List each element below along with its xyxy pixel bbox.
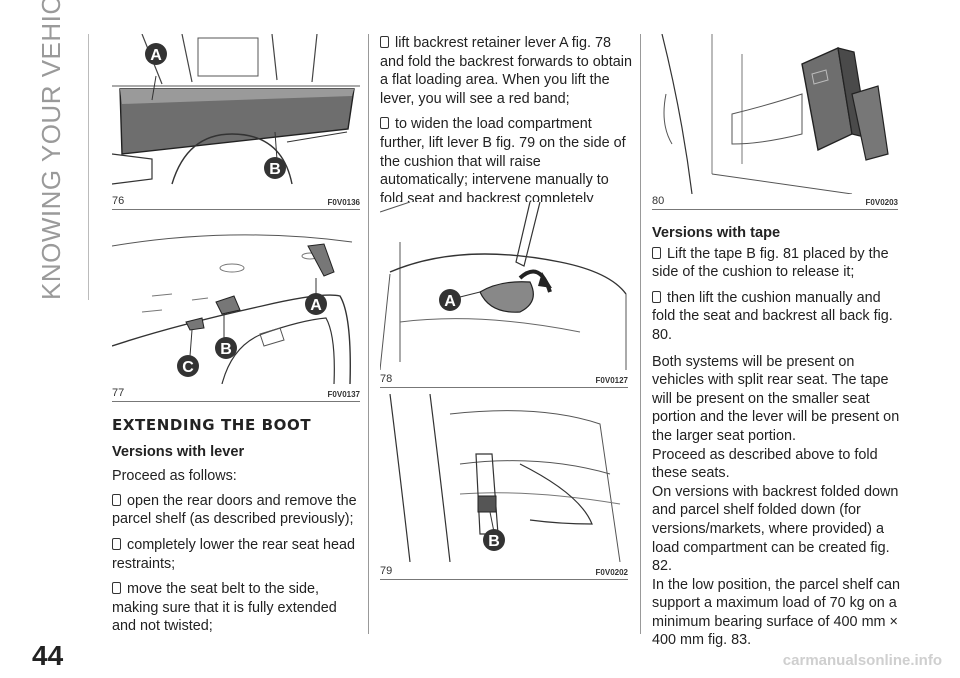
figure-76-callout-a: A (150, 47, 162, 64)
checkbox-bullet-icon (112, 582, 121, 595)
checkbox-bullet-icon (112, 493, 121, 506)
list-item: move the seat belt to the side, making s… (112, 581, 337, 635)
figure-rule (380, 387, 628, 388)
figure-code: F0V0137 (327, 390, 360, 399)
figure-number: 80 (652, 195, 665, 207)
figure-78: A 78 F0V0127 (380, 202, 628, 388)
intro-text: Proceed as follows: (112, 468, 237, 485)
figure-code: F0V0127 (595, 376, 628, 385)
list-item: open the rear doors and remove the parce… (112, 492, 357, 528)
figure-rule (380, 579, 628, 580)
checkbox-bullet-icon (112, 537, 121, 550)
side-section-title: KNOWING YOUR VEHICLE (36, 0, 66, 300)
figure-79-callout-b: B (488, 533, 500, 550)
paragraph: Both systems will be present on vehicles… (652, 353, 900, 444)
checkbox-bullet-icon (652, 246, 661, 259)
section-heading: EXTENDING THE BOOT (112, 416, 312, 434)
column-divider (368, 34, 369, 634)
figure-77-callout-c: C (182, 359, 194, 376)
column-3-text: Versions with tape Lift the tape B fig. … (652, 224, 902, 650)
column-1-text: EXTENDING THE BOOT Versions with lever P… (112, 412, 362, 643)
figure-76: A B 76 F0V0136 (112, 34, 360, 210)
watermark: carmanualsonline.info (782, 652, 942, 669)
paragraph: On versions with backrest folded down an… (652, 483, 899, 575)
figure-code: F0V0202 (595, 568, 628, 577)
list-item: lift backrest retainer lever A fig. 78 a… (380, 35, 632, 107)
figure-rule (652, 209, 898, 210)
figure-number: 79 (380, 565, 393, 577)
figure-77: A B C 77 F0V0137 (112, 216, 360, 402)
figure-79: B 79 F0V0202 (380, 394, 628, 580)
list-item: Lift the tape B fig. 81 placed by the si… (652, 245, 889, 281)
figure-77-callout-b: B (220, 341, 232, 358)
figure-76-illustration: A B (112, 34, 360, 194)
side-rule (88, 34, 89, 300)
figure-78-callout-a: A (444, 293, 456, 310)
subheading-lever: Versions with lever (112, 443, 245, 460)
figure-number: 76 (112, 195, 125, 207)
figure-77-illustration: A B C (112, 216, 360, 384)
column-divider (640, 34, 641, 634)
figure-code: F0V0203 (865, 198, 898, 207)
figure-80: 80 F0V0203 (652, 34, 898, 210)
list-item: then lift the cushion manually and fold … (652, 289, 893, 343)
page-number: 44 (32, 640, 64, 671)
figure-80-illustration (652, 34, 898, 194)
figure-77-callout-a: A (310, 297, 322, 314)
figure-rule (112, 209, 360, 210)
figure-79-illustration: B (380, 394, 628, 562)
paragraph: Proceed as described above to fold these… (652, 446, 878, 482)
figure-number: 77 (112, 387, 125, 399)
subheading-tape: Versions with tape (652, 225, 781, 241)
figure-rule (112, 401, 360, 402)
checkbox-bullet-icon (652, 290, 661, 303)
figure-code: F0V0136 (327, 198, 360, 207)
checkbox-bullet-icon (380, 36, 389, 48)
checkbox-bullet-icon (380, 117, 389, 130)
paragraph: In the low position, the parcel shelf ca… (652, 576, 900, 649)
figure-78-illustration: A (380, 202, 628, 370)
figure-number: 78 (380, 373, 393, 385)
figure-76-callout-b: B (269, 161, 281, 178)
list-item: completely lower the rear seat head rest… (112, 536, 355, 572)
